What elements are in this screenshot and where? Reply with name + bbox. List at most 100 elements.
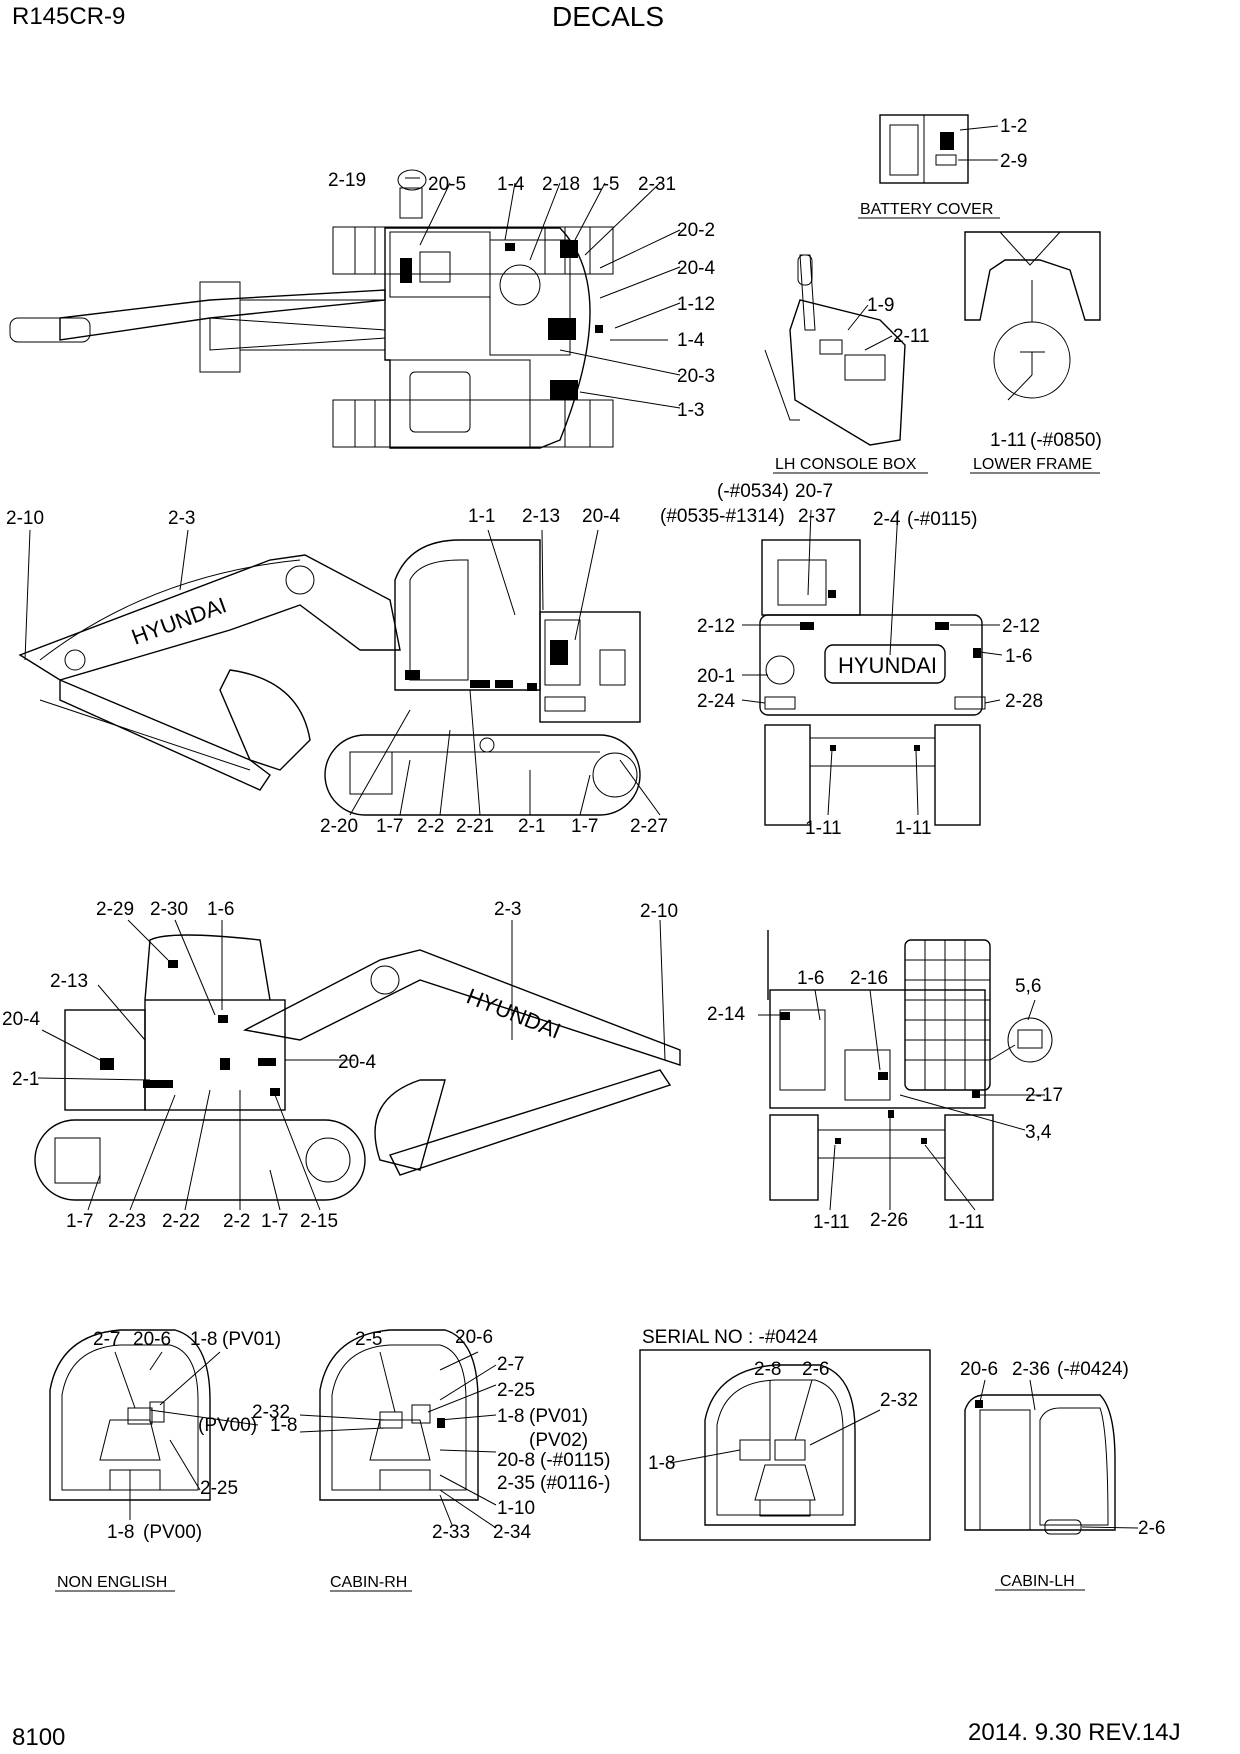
callout: 20-4 — [677, 258, 715, 279]
callout: 2-2 — [417, 816, 444, 837]
rear-view-callouts: (-#0534) 20-7 (#0535-#1314) 2-37 2-4 (-#… — [660, 481, 1043, 839]
callout: 1-4 — [497, 174, 525, 195]
callout: 2-7 — [93, 1329, 120, 1350]
callout: 2-6 — [802, 1359, 829, 1380]
callout: 1-8 — [270, 1415, 297, 1436]
callout: 2-28 — [1005, 691, 1043, 712]
callout: 2-35 — [497, 1473, 535, 1494]
callout: 2-5 — [355, 1329, 382, 1350]
cabin-lh-caption: CABIN-LH — [1000, 1573, 1075, 1590]
right-side-view-callouts: 2-29 2-30 1-6 2-3 2-10 2-13 20-4 2-1 20-… — [2, 899, 678, 1232]
callout: 2-29 — [96, 899, 134, 920]
callout: 2-10 — [6, 508, 44, 529]
callout: 2-4 — [873, 509, 901, 530]
callout: 1-8 — [497, 1406, 524, 1427]
callout: 1-11 — [948, 1212, 985, 1233]
callout: 3,4 — [1025, 1122, 1052, 1143]
battery-cover-caption: BATTERY COVER — [860, 201, 993, 218]
callout: 2-20 — [320, 816, 358, 837]
callout: 2-33 — [432, 1522, 470, 1543]
callout: 1-11 — [895, 818, 932, 839]
callout: 20-2 — [677, 220, 715, 241]
callout: 20-6 — [960, 1359, 998, 1380]
callout: 2-19 — [328, 170, 366, 191]
callout: 2-37 — [798, 506, 836, 527]
callout: 2-25 — [200, 1478, 238, 1499]
callout: 1-7 — [66, 1211, 93, 1232]
callout: 5,6 — [1015, 976, 1041, 997]
lower-frame-callouts: 1-11 (-#0850) LOWER FRAME — [973, 430, 1102, 473]
callout: 1-7 — [571, 816, 598, 837]
callout: 1-5 — [592, 174, 619, 195]
callout: 20-7 — [795, 481, 833, 502]
callout: (-#0850) — [1030, 430, 1102, 451]
callout: 1-8 — [107, 1522, 134, 1543]
front-view-callouts: 1-6 2-16 2-14 5,6 2-17 3,4 1-11 2-26 1-1… — [707, 968, 1063, 1233]
callout: (#0116-) — [540, 1473, 610, 1494]
battery-cover-callouts: 1-2 2-9 BATTERY COVER — [860, 116, 1027, 218]
callout: 2-15 — [300, 1211, 338, 1232]
callout: 2-30 — [150, 899, 188, 920]
callout: 1-3 — [677, 400, 704, 421]
battery-cover-drawing — [858, 114, 1000, 219]
callout: 2-34 — [493, 1522, 531, 1543]
callout: 2-6 — [1138, 1518, 1165, 1539]
callout: 2-24 — [697, 691, 735, 712]
callout: 1-8 — [648, 1453, 675, 1474]
callout: 2-8 — [754, 1359, 781, 1380]
callout: 2-13 — [50, 971, 88, 992]
callout: 2-22 — [162, 1211, 200, 1232]
page-number: 8100 — [12, 1724, 65, 1751]
callout: 2-36 — [1012, 1359, 1050, 1380]
front-view-drawing — [758, 930, 1053, 1211]
callout: 2-2 — [223, 1211, 250, 1232]
callout: (#0535-#1314) — [660, 506, 785, 527]
callout: 1-6 — [797, 968, 824, 989]
callout: 1-11 — [813, 1212, 850, 1233]
callout: 2-13 — [522, 506, 560, 527]
callout: 20-5 — [428, 174, 466, 195]
non-english-callouts: 2-7 20-6 1-8 (PV01) (PV00) 1-8 2-25 1-8 … — [57, 1329, 297, 1591]
callout: 2-1 — [12, 1069, 39, 1090]
callout: 2-26 — [870, 1210, 908, 1231]
callout: 2-9 — [1000, 151, 1027, 172]
callout: 2-12 — [1002, 616, 1040, 637]
callout: (-#0424) — [1057, 1359, 1129, 1380]
callout: 1-11 — [805, 818, 842, 839]
callout: 1-7 — [261, 1211, 288, 1232]
callout: 2-3 — [494, 899, 521, 920]
console-box-caption: LH CONSOLE BOX — [775, 456, 917, 473]
callout: 20-6 — [133, 1329, 171, 1350]
top-view-callouts: 2-19 20-5 1-4 2-18 1-5 2-31 20-2 20-4 1-… — [328, 170, 715, 421]
page-title: DECALS — [552, 1, 664, 32]
callout: 1-7 — [376, 816, 403, 837]
callout: 2-1 — [518, 816, 545, 837]
non-english-cabin-drawing — [49, 1329, 259, 1592]
callout: 1-2 — [1000, 116, 1027, 137]
boom-brand-mark: HYUNDAI — [128, 592, 230, 649]
cabin-rh-callouts: 2-5 20-6 2-7 2-25 2-32 1-8 (PV01) (PV02)… — [252, 1327, 610, 1591]
serial-number-caption: SERIAL NO : -#0424 — [642, 1327, 818, 1348]
callout: 1-12 — [677, 294, 715, 315]
cabin-lh-drawing — [964, 1379, 1139, 1591]
callout: 2-14 — [707, 1004, 745, 1025]
left-side-view-callouts: 2-10 2-3 1-1 2-13 20-4 2-20 1-7 2-2 2-21… — [6, 506, 668, 837]
callout: 20-4 — [582, 506, 620, 527]
callout: 2-12 — [697, 616, 735, 637]
callout: (PV01) — [222, 1329, 281, 1350]
callout: 2-32 — [880, 1390, 918, 1411]
non-english-caption: NON ENGLISH — [57, 1574, 167, 1591]
callout: 1-10 — [497, 1498, 535, 1519]
callout: 1-6 — [1005, 646, 1032, 667]
callout: 2-23 — [108, 1211, 146, 1232]
lower-frame-caption: LOWER FRAME — [973, 456, 1092, 473]
callout: 2-18 — [542, 174, 580, 195]
callout: (PV00) — [143, 1522, 202, 1543]
callout: (-#0115) — [540, 1450, 610, 1471]
callout: (PV00) — [198, 1415, 257, 1436]
model-title: R145CR-9 — [12, 3, 125, 30]
lower-frame-drawing — [964, 231, 1101, 474]
callout: 20-3 — [677, 366, 715, 387]
callout: 1-1 — [468, 506, 495, 527]
